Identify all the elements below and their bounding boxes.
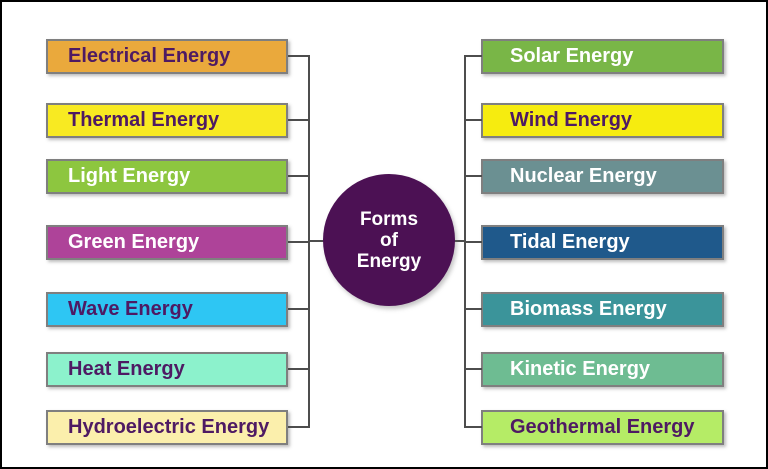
energy-box-geothermal-energy: Geothermal Energy: [481, 410, 724, 445]
right-connector-stub-1: [465, 119, 482, 121]
energy-box-tidal-energy: Tidal Energy: [481, 225, 724, 260]
energy-box-biomass-energy: Biomass Energy: [481, 292, 724, 327]
left-connector-stub-0: [288, 55, 309, 57]
left-center-link: [308, 240, 328, 242]
energy-box-nuclear-energy: Nuclear Energy: [481, 159, 724, 194]
right-connector-stub-5: [465, 368, 482, 370]
energy-box-green-energy: Green Energy: [46, 225, 288, 260]
right-connector-stub-3: [465, 241, 482, 243]
energy-box-wind-energy: Wind Energy: [481, 103, 724, 138]
energy-box-electrical-energy: Electrical Energy: [46, 39, 288, 74]
energy-box-hydroelectric-energy: Hydroelectric Energy: [46, 410, 288, 445]
left-connector-stub-5: [288, 368, 309, 370]
right-connector-stub-6: [465, 426, 482, 428]
energy-box-solar-energy: Solar Energy: [481, 39, 724, 74]
energy-box-light-energy: Light Energy: [46, 159, 288, 194]
central-node-forms-of-energy: Forms of Energy: [323, 174, 455, 306]
left-connector-stub-4: [288, 308, 309, 310]
right-connector-stub-2: [465, 175, 482, 177]
central-node-line1: Forms: [359, 208, 419, 230]
right-connector-stub-4: [465, 308, 482, 310]
energy-box-thermal-energy: Thermal Energy: [46, 103, 288, 138]
central-node-line3: Energy: [356, 250, 422, 272]
left-connector-stub-1: [288, 119, 309, 121]
energy-box-heat-energy: Heat Energy: [46, 352, 288, 387]
central-node-line2: of: [380, 229, 398, 251]
left-connector-stub-6: [288, 426, 309, 428]
energy-box-kinetic-energy: Kinetic Energy: [481, 352, 724, 387]
right-center-link: [450, 240, 466, 242]
energy-box-wave-energy: Wave Energy: [46, 292, 288, 327]
left-connector-stub-3: [288, 241, 309, 243]
left-connector-stub-2: [288, 175, 309, 177]
right-connector-stub-0: [465, 55, 482, 57]
